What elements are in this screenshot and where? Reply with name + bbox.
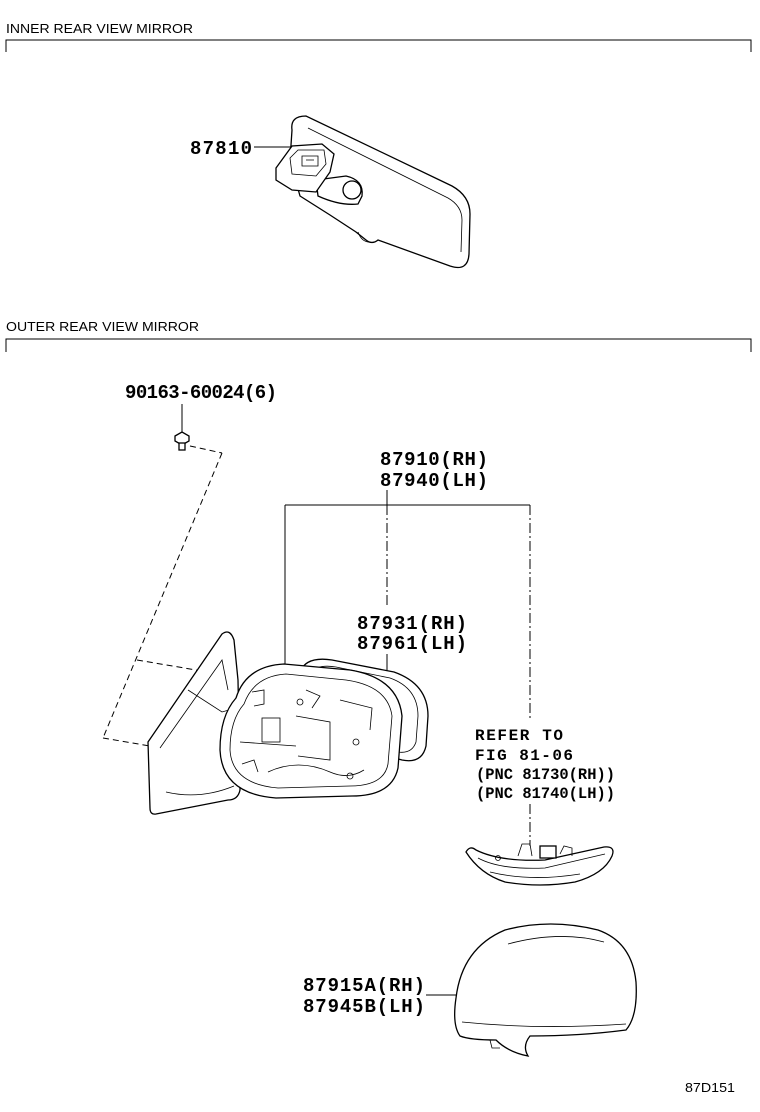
- lamp-clip-right: [559, 845, 573, 856]
- mirror-glass-inner: [311, 665, 419, 753]
- actuator-rail: [239, 741, 297, 747]
- lamp-connector: [539, 845, 557, 859]
- lamp-lens-line: [477, 853, 606, 869]
- actuator-bracket: [251, 689, 265, 707]
- screw-drawing: [174, 431, 190, 451]
- refer-to-line1: REFER TO: [475, 727, 563, 745]
- actuator-frame: [295, 715, 331, 761]
- section-bracket-outer: [5, 338, 752, 352]
- inner-mirror-mount-slot: [301, 155, 319, 167]
- inner-mirror-mount: [275, 143, 335, 193]
- dash-screw: [189, 445, 223, 454]
- inner-mirror-mount-face: [289, 149, 327, 177]
- actuator-block: [261, 717, 281, 743]
- actuator-tab: [241, 759, 259, 773]
- refer-to-pnc-lh: (PNC 81740(LH)): [476, 785, 615, 803]
- bracket-87910: [284, 490, 531, 846]
- lamp-clip-left: [517, 843, 533, 857]
- callout-87945b[interactable]: 87945B(LH): [303, 996, 425, 1018]
- callout-87910[interactable]: 87910(RH): [380, 449, 488, 471]
- actuator-arm: [305, 689, 321, 709]
- mirror-actuator-details: [239, 689, 373, 780]
- dash-diagonal: [102, 452, 223, 739]
- mirror-cover-top-line: [507, 936, 605, 945]
- section-bracket-inner: [5, 39, 752, 52]
- actuator-screw-1: [296, 698, 304, 706]
- mirror-base-plate: [147, 631, 241, 815]
- section-title-outer: OUTER REAR VIEW MIRROR: [6, 319, 199, 334]
- mirror-base-inner: [159, 659, 229, 749]
- callout-87940[interactable]: 87940(LH): [380, 470, 488, 492]
- mirror-cover-shell: [454, 923, 637, 1057]
- inner-mirror-pivot: [342, 180, 362, 200]
- lamp-lower-line: [489, 871, 581, 878]
- section-title-inner: INNER REAR VIEW MIRROR: [6, 21, 193, 36]
- mirror-cover-drawing: [454, 923, 637, 1057]
- mirror-housing-rim: [229, 673, 393, 789]
- actuator-screw-3: [346, 772, 354, 780]
- refer-to-pnc-rh: (PNC 81730(RH)): [476, 766, 615, 784]
- callout-87915a[interactable]: 87915A(RH): [303, 975, 425, 997]
- dash-lower: [102, 737, 151, 747]
- screw-shank: [178, 442, 186, 451]
- screw-head: [174, 431, 190, 446]
- inner-mirror-drawing: [275, 115, 471, 269]
- callout-87961[interactable]: 87961(LH): [357, 633, 467, 655]
- turn-signal-lamp-drawing: [465, 843, 614, 886]
- callout-87931[interactable]: 87931(RH): [357, 613, 467, 635]
- inner-mirror-rim: [307, 127, 463, 253]
- figure-id: 87D151: [685, 1080, 735, 1095]
- mirror-cover-notch: [489, 1039, 500, 1049]
- refer-to-figure[interactable]: FIG 81-06: [475, 747, 573, 765]
- actuator-wire: [267, 764, 365, 776]
- mirror-housing: [219, 663, 403, 799]
- inner-mirror-tab: [357, 231, 375, 243]
- outer-mirror-drawing: [147, 631, 429, 815]
- mirror-base-lower: [165, 785, 235, 796]
- lamp-pin: [495, 855, 501, 861]
- callout-90163-60024[interactable]: 90163-60024(6): [125, 382, 277, 404]
- callout-87810[interactable]: 87810: [190, 138, 252, 160]
- mirror-cover-lower-line: [461, 1021, 627, 1027]
- actuator-link: [339, 699, 373, 731]
- actuator-screw-2: [352, 738, 360, 746]
- lamp-body: [465, 846, 614, 886]
